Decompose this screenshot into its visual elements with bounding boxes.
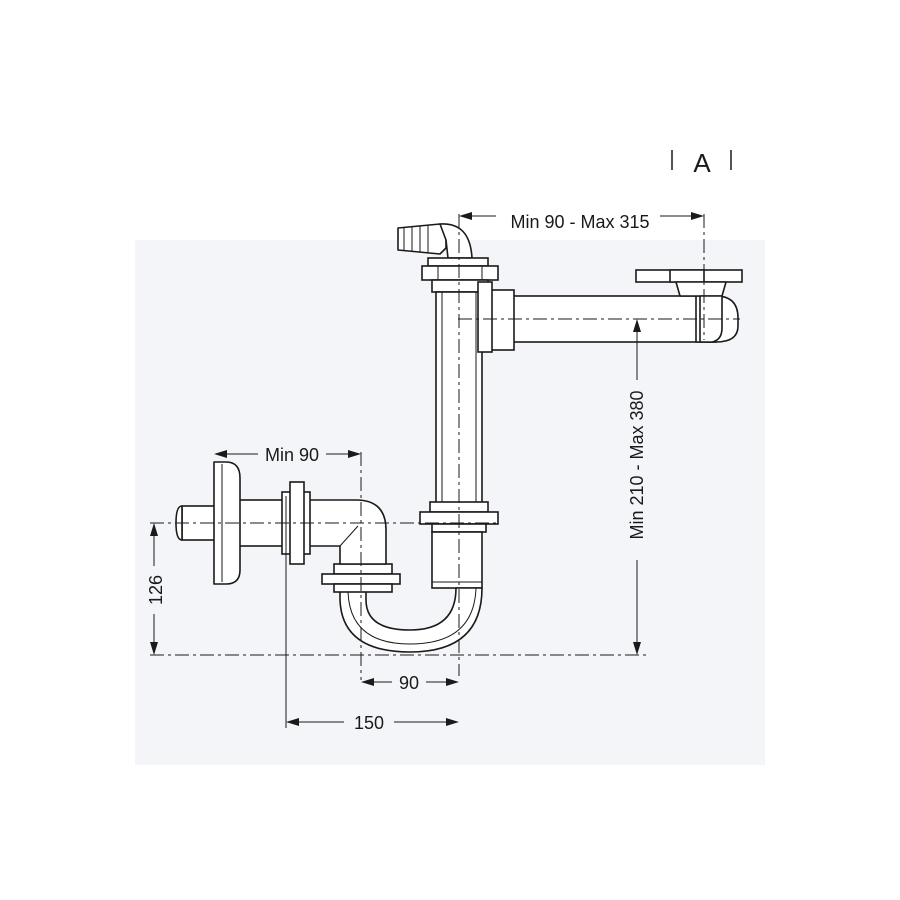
dim-top-horizontal: Min 90 - Max 315 [510,212,649,232]
dim-left-horizontal: Min 90 [265,445,319,465]
siphon-assembly [175,223,743,653]
top-collar [421,257,499,293]
u-bend [339,587,483,653]
dimension-labels: Min 90 - Max 315 Min 210 - Max 380 Min 9… [146,212,650,733]
dim-vertical-right: Min 210 - Max 380 [627,390,647,539]
dimension-lines [150,212,704,728]
axis-lines [150,214,740,680]
lower-tube [431,531,483,589]
figure-label: A [671,148,732,178]
elbow [305,499,387,565]
hose-nozzle [397,223,473,259]
figure-label-text: A [693,148,711,178]
dim-left-vertical: 126 [146,575,166,605]
dim-bottom-outer: 150 [354,713,384,733]
dim-bottom-inner: 90 [399,673,419,693]
